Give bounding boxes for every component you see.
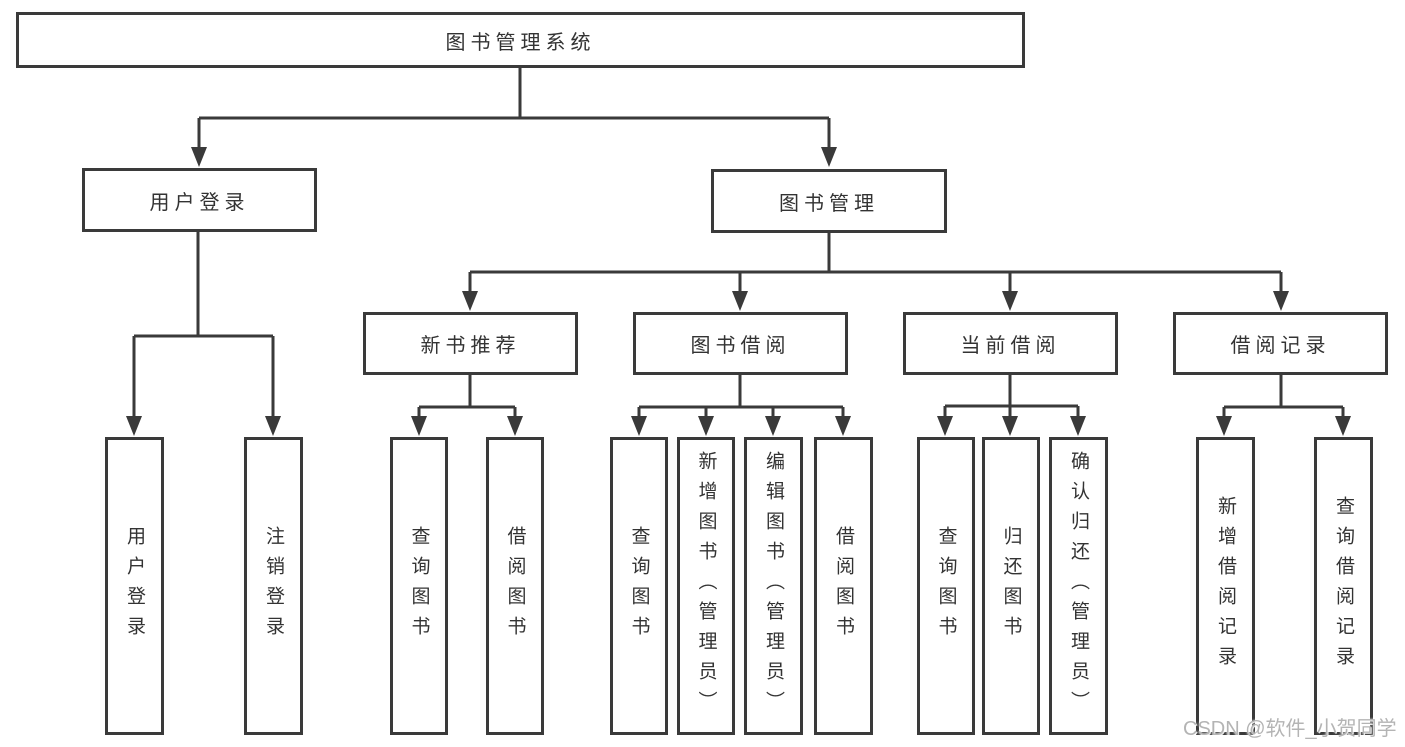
watermark: CSDN @软件_小贺同学 bbox=[1183, 718, 1397, 740]
node-current-borrow: 当前借阅 bbox=[903, 312, 1118, 375]
node-return-books-label: 归还图书 bbox=[1000, 526, 1022, 646]
arrowhead-icon bbox=[191, 147, 207, 167]
node-book-borrow-label: 图书借阅 bbox=[690, 335, 791, 357]
node-user-login-leaf: 用户登录 bbox=[105, 437, 164, 735]
node-new-book-recommend-label: 新书推荐 bbox=[420, 335, 521, 357]
node-borrow-records-label: 借阅记录 bbox=[1230, 335, 1331, 357]
node-add-books-admin-label: 新增图书（管理员） bbox=[695, 451, 717, 721]
node-current-borrow-label: 当前借阅 bbox=[960, 335, 1061, 357]
arrowhead-icon bbox=[507, 416, 523, 436]
arrowhead-icon bbox=[265, 416, 281, 436]
node-book-management: 图书管理 bbox=[711, 169, 947, 233]
node-query-borrow-record: 查询借阅记录 bbox=[1314, 437, 1373, 735]
arrowhead-icon bbox=[1273, 291, 1289, 311]
arrowhead-icon bbox=[1070, 416, 1086, 436]
node-new-book-recommend: 新书推荐 bbox=[363, 312, 578, 375]
node-confirm-return-admin: 确认归还（管理员） bbox=[1049, 437, 1108, 735]
node-query-books-borrow: 查询图书 bbox=[610, 437, 668, 735]
node-add-borrow-record: 新增借阅记录 bbox=[1196, 437, 1255, 735]
node-confirm-return-admin-label: 确认归还（管理员） bbox=[1068, 451, 1089, 721]
node-root-label: 图书管理系统 bbox=[445, 31, 596, 54]
node-query-books-borrow-label: 查询图书 bbox=[628, 526, 650, 646]
node-add-books-admin: 新增图书（管理员） bbox=[677, 437, 735, 735]
node-logout-label: 注销登录 bbox=[263, 526, 284, 646]
node-book-management-label: 图书管理 bbox=[779, 192, 879, 215]
node-user-login-branch: 用户登录 bbox=[82, 168, 317, 232]
arrowhead-icon bbox=[732, 291, 748, 311]
arrowhead-icon bbox=[835, 416, 851, 436]
node-borrow-records: 借阅记录 bbox=[1173, 312, 1388, 375]
arrowhead-icon bbox=[462, 291, 478, 311]
node-query-books-recommend: 查询图书 bbox=[390, 437, 448, 735]
node-borrow-books-recommend-label: 借阅图书 bbox=[504, 526, 526, 646]
arrowhead-icon bbox=[1002, 291, 1018, 311]
node-borrow-books-recommend: 借阅图书 bbox=[486, 437, 544, 735]
arrowhead-icon bbox=[1002, 416, 1018, 436]
arrowhead-icon bbox=[411, 416, 427, 436]
arrowheads bbox=[126, 147, 1351, 436]
arrowhead-icon bbox=[1335, 416, 1351, 436]
node-logout: 注销登录 bbox=[244, 437, 303, 735]
node-query-books-recommend-label: 查询图书 bbox=[408, 526, 430, 646]
node-add-borrow-record-label: 新增借阅记录 bbox=[1215, 496, 1236, 676]
arrowhead-icon bbox=[765, 416, 781, 436]
arrowhead-icon bbox=[1216, 416, 1232, 436]
node-user-login-leaf-label: 用户登录 bbox=[124, 526, 145, 646]
node-root: 图书管理系统 bbox=[16, 12, 1025, 68]
node-edit-books-admin: 编辑图书（管理员） bbox=[744, 437, 803, 735]
node-borrow-books-leaf-label: 借阅图书 bbox=[833, 526, 854, 646]
node-return-books: 归还图书 bbox=[982, 437, 1040, 735]
arrowhead-icon bbox=[126, 416, 142, 436]
node-query-books-current: 查询图书 bbox=[917, 437, 975, 735]
arrowhead-icon bbox=[698, 416, 714, 436]
node-book-borrow: 图书借阅 bbox=[633, 312, 848, 375]
arrowhead-icon bbox=[821, 147, 837, 167]
node-query-books-current-label: 查询图书 bbox=[935, 526, 957, 646]
node-edit-books-admin-label: 编辑图书（管理员） bbox=[763, 451, 784, 721]
connector-lines bbox=[132, 68, 1345, 420]
arrowhead-icon bbox=[937, 416, 953, 436]
node-user-login-branch-label: 用户登录 bbox=[149, 191, 250, 214]
node-borrow-books-leaf: 借阅图书 bbox=[814, 437, 873, 735]
node-query-borrow-record-label: 查询借阅记录 bbox=[1333, 496, 1354, 676]
arrowhead-icon bbox=[631, 416, 647, 436]
